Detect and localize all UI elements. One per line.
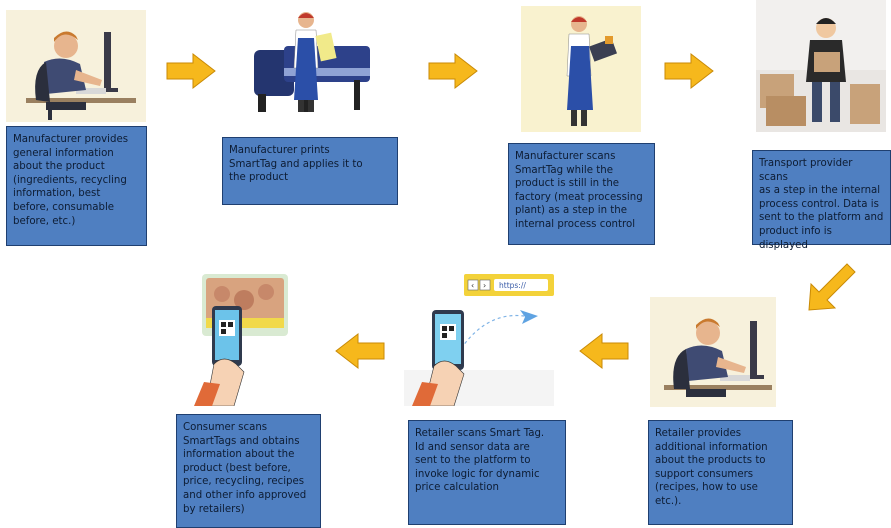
step-3-description: Manufacturer scans SmartTag while the pr… [508, 143, 655, 245]
step-7-description: Consumer scans SmartTags and obtains inf… [176, 414, 321, 528]
step-6-description: Retailer scans Smart Tag. Id and sensor … [408, 420, 566, 525]
consumer-phone-product-illustration [188, 270, 294, 406]
printing-machine-illustration [244, 8, 372, 116]
step-5-description: Retailer provides additional information… [648, 420, 793, 525]
arrow-down-left-icon [805, 262, 857, 314]
step-1-description: Manufacturer provides general informatio… [6, 126, 147, 246]
step-2-description: Manufacturer prints SmartTag and applies… [222, 137, 398, 205]
arrow-right-icon [165, 52, 217, 90]
arrow-right-icon [663, 52, 715, 90]
manufacturer-computer-illustration [6, 10, 146, 122]
arrow-right-icon [427, 52, 479, 90]
svg-text:‹: ‹ [471, 281, 474, 290]
arrow-left-icon [334, 332, 386, 370]
svg-text:›: › [483, 281, 486, 290]
step-4-description: Transport provider scans as a step in th… [752, 150, 891, 251]
retailer-computer-illustration [650, 297, 776, 407]
transport-worker-illustration [756, 0, 886, 132]
browser-url-text: https:// [499, 281, 526, 290]
arrow-left-icon [578, 332, 630, 370]
worker-scanning-illustration [521, 6, 641, 132]
retailer-phone-browser-illustration: ‹ › https:// [404, 270, 554, 406]
